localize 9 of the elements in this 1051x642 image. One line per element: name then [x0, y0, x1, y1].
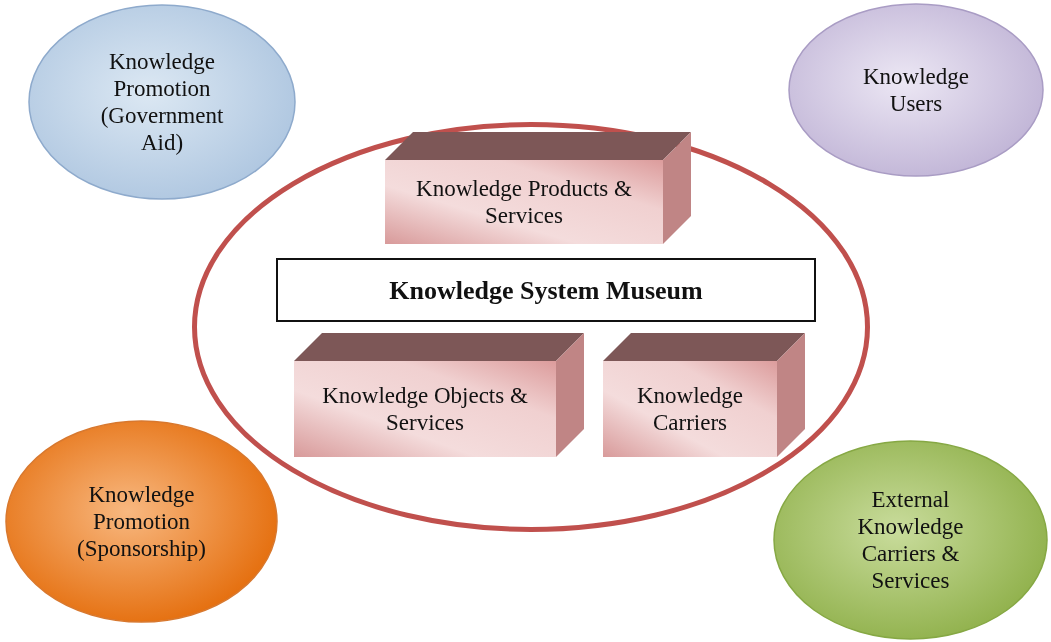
title-box: [276, 258, 816, 322]
node-label: Knowledge System Museum: [389, 276, 703, 304]
node-label: Knowledge Users: [862, 63, 970, 117]
node-label: Knowledge Promotion (Sponsorship): [75, 481, 208, 562]
node-label: Knowledge Carriers: [636, 382, 744, 436]
node-label: Knowledge Promotion (Government Aid): [99, 48, 225, 156]
node-label: Knowledge Objects & Services: [321, 382, 529, 436]
node-label: Knowledge Products & Services: [415, 175, 633, 229]
node-label: External Knowledge Carriers & Services: [856, 486, 965, 594]
